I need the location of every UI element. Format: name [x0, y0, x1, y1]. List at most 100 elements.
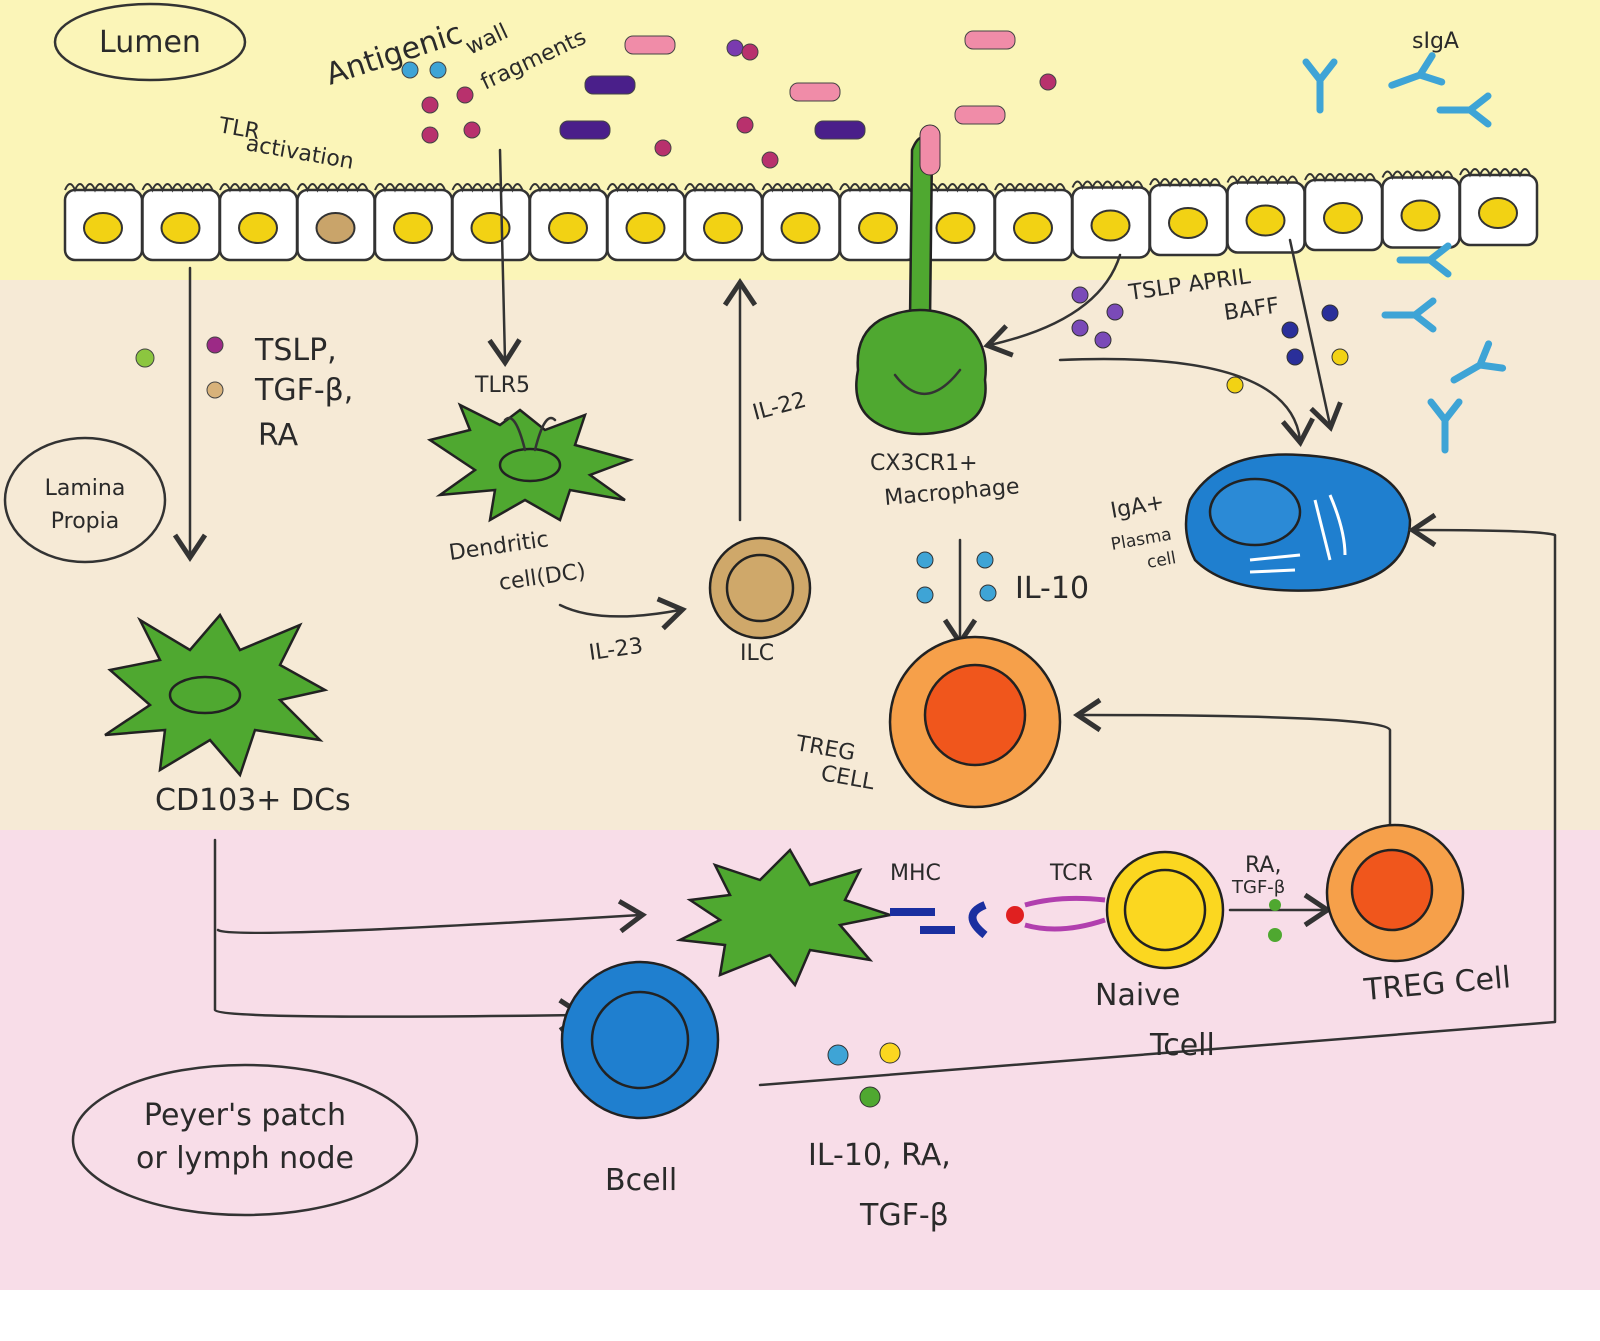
microvilli — [1226, 175, 1299, 186]
paper-margin — [0, 1290, 1600, 1341]
propia-label: Propia — [51, 509, 119, 534]
dc-nucleus — [498, 447, 562, 483]
arrow-to-plasma-cell-2 — [1288, 238, 1343, 432]
antigen-particle — [429, 61, 447, 79]
epithelial-nucleus — [1245, 204, 1286, 237]
antigen-particle — [654, 139, 672, 157]
cytokine-dot — [1286, 348, 1304, 366]
macrophage-nucleus — [893, 368, 962, 395]
antigen-fragment — [964, 30, 1016, 50]
cd103-label: CD103+ DCs — [155, 783, 351, 818]
treg-small-nucleus — [1350, 848, 1434, 932]
cytokine-dot — [916, 586, 934, 604]
macrophage-label-1: CX3CR1+ — [870, 451, 978, 476]
dendritic-cell — [426, 402, 635, 523]
mhc-molecule — [890, 908, 955, 934]
treg-nucleus — [923, 663, 1027, 767]
ra-label: RA, — [1245, 853, 1281, 878]
legend-tgfb: TGF-β, — [254, 373, 353, 408]
cytokines-label-1: IL-10, RA, — [808, 1138, 951, 1173]
peyers-patch-label-outline — [71, 1063, 419, 1217]
presenting-dendritic-cell — [675, 847, 895, 988]
siga-antibody-icon — [1396, 242, 1452, 278]
arrow-treg-to-lamina — [1072, 697, 1392, 832]
cytokine-dot — [976, 551, 994, 569]
cytokine-dots — [916, 286, 1349, 604]
microvilli — [761, 183, 834, 193]
naive-label: Naive — [1095, 978, 1180, 1013]
microvilli — [606, 183, 679, 193]
antigen-fragments — [401, 30, 1057, 169]
epithelial-nucleus — [1478, 197, 1518, 229]
siga-antibody-icon — [1381, 297, 1437, 333]
cytokine-dot — [1094, 331, 1112, 349]
tcr-label: TCR — [1049, 861, 1093, 886]
microvilli — [529, 183, 601, 193]
epithelial-nucleus — [625, 212, 666, 244]
arrow-tslp-to-macrophage — [983, 253, 1122, 358]
siga-label: sIgA — [1412, 29, 1459, 54]
b-cell — [560, 960, 720, 1120]
microvilli — [141, 183, 214, 193]
epithelial-nucleus — [238, 212, 278, 244]
ilc-label: ILC — [740, 641, 774, 666]
siga-antibodies — [1302, 52, 1507, 454]
epithelial-nucleus — [935, 212, 976, 244]
microvilli — [451, 183, 524, 193]
antigen-peptide — [1006, 906, 1024, 924]
tgfb-dot-icon — [206, 381, 224, 399]
microvilli — [839, 183, 911, 193]
epithelial-nucleus — [83, 212, 123, 244]
arrow-to-plasma-cell — [758, 512, 1557, 1087]
lamina-propria-label-outline — [3, 436, 167, 564]
epithelial-nucleus — [858, 212, 898, 244]
epithelial-nucleus — [1168, 207, 1208, 239]
microvilli — [296, 183, 369, 193]
arrow-cd103-to-bcell — [213, 838, 588, 1033]
siga-antibody-icon — [1427, 398, 1463, 454]
antigen-particle — [421, 96, 439, 114]
antigen-particle — [741, 43, 759, 61]
microvilli — [219, 183, 291, 193]
siga-antibody-icon — [1388, 52, 1446, 89]
cd103-dendritic-cell — [104, 612, 329, 778]
cytokines-label-2: TGF-β — [859, 1198, 949, 1233]
microvilli — [374, 183, 446, 193]
lumen-label-outline — [53, 2, 247, 82]
microvilli — [1459, 168, 1531, 178]
naive-t-nucleus — [1123, 868, 1207, 952]
antigen-fragment — [814, 120, 866, 140]
tcell-label: Tcell — [1149, 1028, 1215, 1063]
cytokine-dot — [1226, 376, 1244, 394]
microvilli — [64, 183, 136, 193]
sampled-antigen — [919, 124, 941, 176]
cytokine-dot — [1106, 303, 1124, 321]
plasma-cell-nucleus — [1208, 477, 1302, 547]
antigen-particle — [463, 121, 481, 139]
il10-label: IL-10 — [1015, 571, 1089, 606]
cytokine-dot — [1281, 321, 1299, 339]
tlr5-receptor-icon — [503, 416, 557, 452]
epithelial-nucleus — [548, 212, 588, 244]
antigen-particle — [726, 39, 744, 57]
epithelial-layer — [63, 168, 1539, 262]
legend-ra: RA — [258, 418, 299, 453]
microvilli — [1149, 178, 1221, 188]
legend-tslp: TSLP, — [254, 333, 337, 368]
green-dot-icon — [135, 348, 155, 368]
tcr-receptor — [1024, 895, 1106, 932]
tgfb-dot — [859, 1086, 881, 1108]
arrow-il23 — [558, 596, 687, 631]
antigen-particle — [456, 86, 474, 104]
cd103-dc-nucleus — [168, 675, 242, 715]
siga-antibody-icon — [1302, 58, 1338, 114]
ra-dot — [879, 1042, 901, 1064]
epithelial-nucleus — [1400, 199, 1441, 232]
antigen-particle — [401, 61, 419, 79]
antigen-particle — [761, 151, 779, 169]
endoplasmic-reticulum — [1249, 494, 1347, 574]
tgfb-label: TGF-β — [1231, 877, 1285, 898]
peyers-label-2: or lymph node — [136, 1141, 354, 1176]
antigen-particle — [736, 116, 754, 134]
